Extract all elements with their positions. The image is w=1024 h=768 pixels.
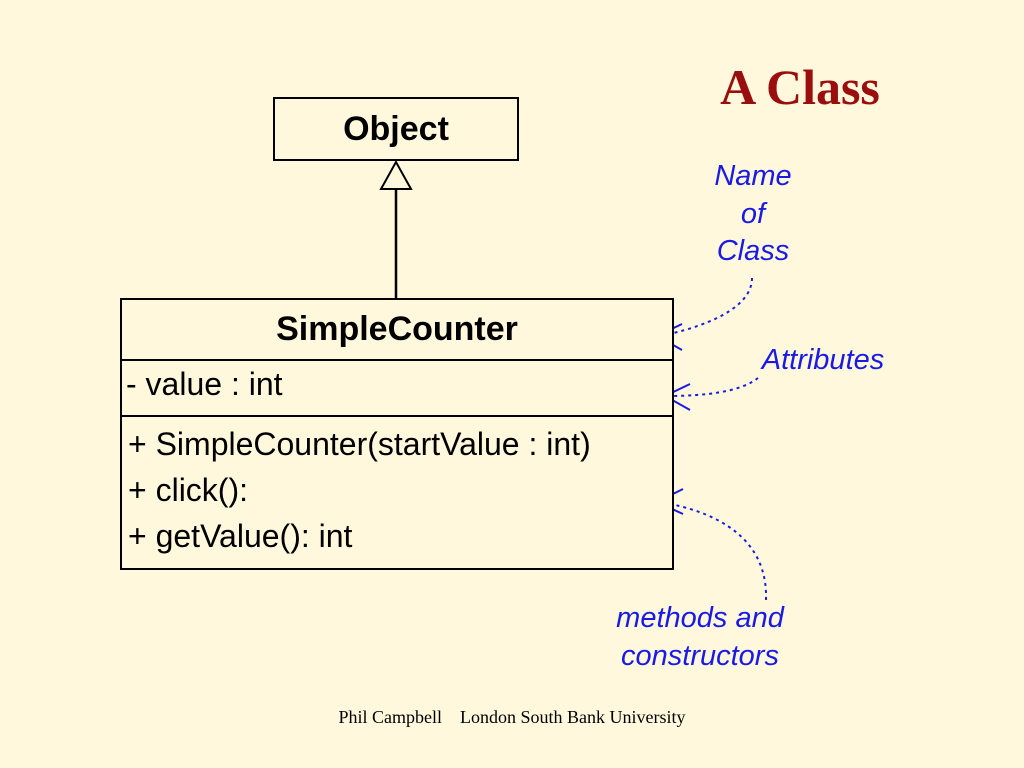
- method-item-getvalue: + getValue(): int: [128, 518, 353, 554]
- annotation-name-of-class: Name of Class: [690, 158, 816, 271]
- slide-title: A Class: [720, 59, 880, 115]
- annotation-line: Class: [716, 235, 790, 268]
- attributes-annotation-connector: [666, 377, 759, 397]
- class-name: SimpleCounter: [276, 310, 518, 348]
- attributes-section: - value : int: [122, 361, 672, 417]
- annotation-line: Name: [714, 160, 792, 192]
- methods-section: + SimpleCounter(startValue : int) + clic…: [122, 417, 672, 559]
- name-annotation-connector: [659, 277, 753, 337]
- method-item-constructor: + SimpleCounter(startValue : int): [128, 426, 591, 462]
- annotation-line: of: [740, 197, 766, 230]
- methods-annotation-connector: [659, 501, 768, 601]
- annotation-attributes: Attributes: [748, 342, 898, 380]
- annotation-line: constructors: [621, 639, 779, 672]
- class-box: SimpleCounter - value : int + SimpleCoun…: [120, 298, 674, 570]
- attribute-item: - value : int: [126, 366, 283, 402]
- annotation-methods-and-constructors: methods and constructors: [590, 600, 810, 675]
- inheritance-arrowhead: [379, 159, 413, 190]
- annotation-line: Attributes: [761, 344, 885, 376]
- class-name-section: SimpleCounter: [122, 300, 672, 361]
- slide-footer: Phil Campbell London South Bank Universi…: [338, 707, 686, 727]
- method-item-click: + click():: [128, 472, 248, 508]
- superclass-name: Object: [343, 109, 449, 148]
- superclass-box: Object: [273, 97, 519, 161]
- annotation-line: methods and: [616, 602, 784, 634]
